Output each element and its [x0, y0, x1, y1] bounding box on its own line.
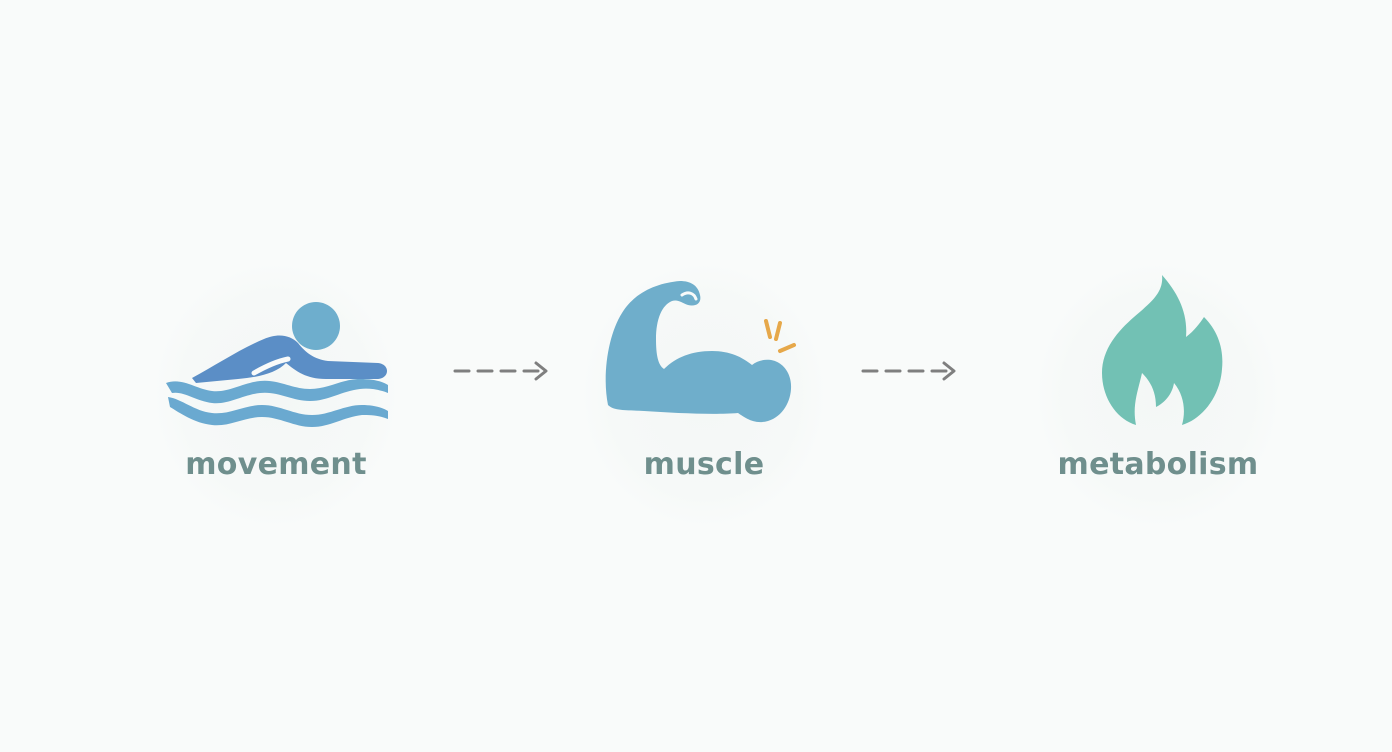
step-muscle: muscle — [584, 265, 824, 525]
swimmer-icon — [156, 265, 396, 435]
step-label-movement: movement — [185, 447, 367, 482]
step-label-metabolism: metabolism — [1057, 447, 1259, 482]
step-movement: movement — [156, 265, 396, 525]
flame-icon — [1038, 265, 1278, 435]
dashed-arrow-2 — [860, 356, 960, 386]
step-metabolism: metabolism — [1038, 265, 1278, 525]
step-label-muscle: muscle — [643, 447, 765, 482]
dashed-arrow-1 — [452, 356, 552, 386]
flexed-bicep-icon — [584, 265, 824, 435]
